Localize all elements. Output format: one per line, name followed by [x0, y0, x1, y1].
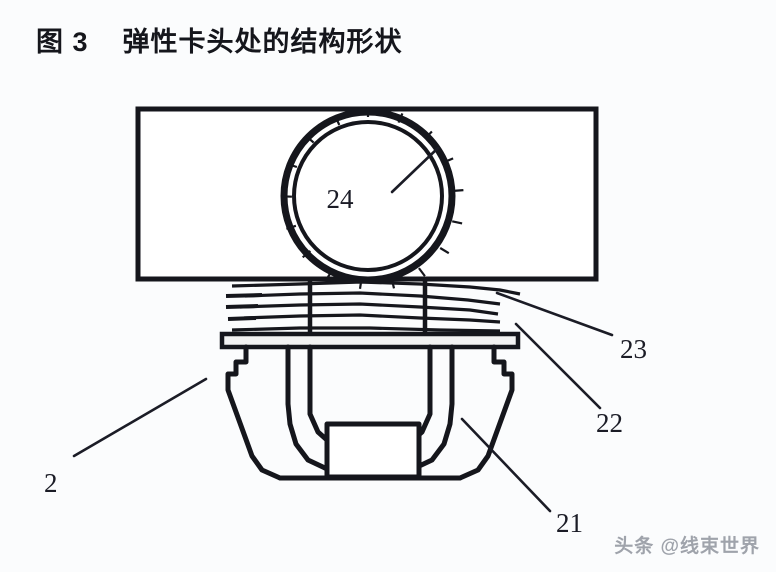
callout-label-24: 24	[327, 184, 355, 214]
flange-plate	[219, 331, 521, 350]
watermark: 头条 @线束世界	[614, 536, 760, 557]
leader-line-24	[390, 146, 440, 194]
callout-label-2: 2	[44, 468, 58, 498]
ring-hatching	[281, 107, 464, 289]
wire-strands	[225, 279, 521, 336]
callout-label-23: 23	[620, 334, 647, 364]
callout-leaders	[72, 146, 614, 513]
page-title: 图 3 弹性卡头处的结构形状	[36, 27, 403, 57]
leader-line-22	[514, 322, 602, 410]
clip-bottom-box	[324, 421, 422, 480]
callout-label-21: 21	[556, 508, 583, 538]
annular-ring	[280, 107, 464, 289]
leader-line-2	[72, 377, 208, 458]
callout-label-22: 22	[596, 408, 623, 438]
leader-line-23	[495, 291, 614, 337]
leader-line-21	[460, 417, 552, 513]
